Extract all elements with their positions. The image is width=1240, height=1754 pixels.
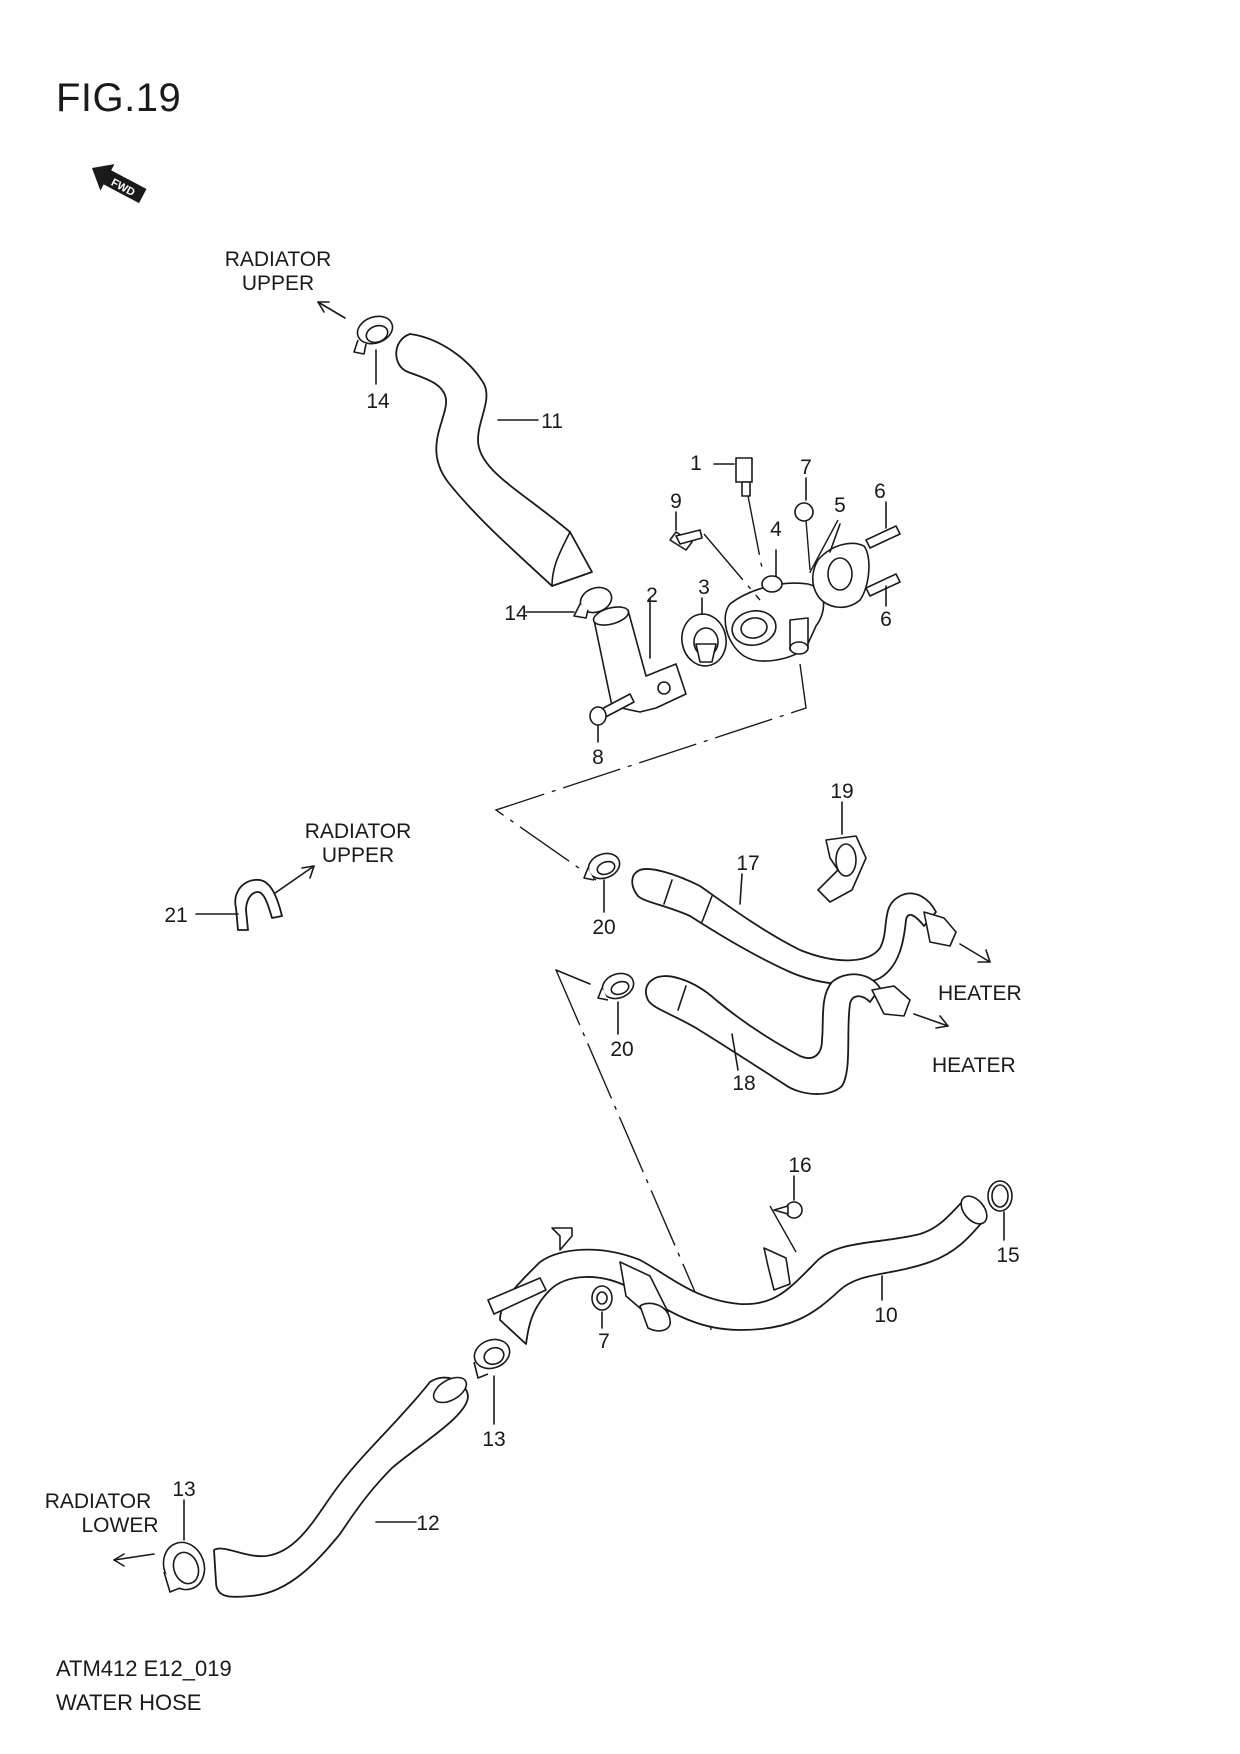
dest-heater-2: HEATER xyxy=(932,1054,1016,1077)
callout-11: 11 xyxy=(541,410,563,433)
callout-19: 19 xyxy=(830,780,853,803)
callout-14-mid: 14 xyxy=(504,602,528,625)
gasket-5 xyxy=(811,542,870,608)
fwd-label: FWD xyxy=(109,177,137,199)
thermostat-case-4 xyxy=(724,575,825,662)
hose-clamp-20-lower xyxy=(597,972,635,1001)
nut-7-top xyxy=(794,502,814,522)
callout-7-lower: 7 xyxy=(598,1330,610,1353)
callout-13-mid: 13 xyxy=(482,1428,505,1451)
hose-clamp-20-upper xyxy=(583,852,621,881)
callout-3: 3 xyxy=(698,576,710,599)
callout-20-upper: 20 xyxy=(592,916,615,939)
hose-21 xyxy=(234,879,283,931)
callout-14-top: 14 xyxy=(366,390,390,413)
callout-16: 16 xyxy=(788,1154,811,1177)
arrow-radiator-lower-icon xyxy=(113,1553,155,1567)
figure-code: ATM412 E12_019 xyxy=(56,1656,232,1681)
arrow-radiator-upper-top-icon xyxy=(317,301,346,319)
callout-12: 12 xyxy=(416,1512,439,1535)
callout-4: 4 xyxy=(770,518,782,541)
fwd-arrow-icon: FWD xyxy=(92,164,147,204)
nut-7-lower xyxy=(591,1285,613,1311)
arrow-radiator-upper-mid-icon xyxy=(267,865,315,899)
dest-radiator-lower-line2: LOWER xyxy=(81,1514,158,1537)
stud-6-lower xyxy=(865,573,901,597)
callout-6-lower: 6 xyxy=(880,608,892,631)
o-ring-15 xyxy=(987,1180,1013,1212)
hose-clamp-13-mid xyxy=(473,1338,511,1379)
dest-radiator-upper-top-line1: RADIATOR xyxy=(225,248,332,271)
callout-20-lower: 20 xyxy=(610,1038,633,1061)
hose-fitting-18 xyxy=(871,985,911,1017)
callout-13-lower: 13 xyxy=(172,1478,195,1501)
callout-15: 15 xyxy=(996,1244,1019,1267)
hose-clamp-14-top xyxy=(353,315,394,355)
arrow-heater-1-icon xyxy=(959,943,991,963)
callout-2: 2 xyxy=(646,584,658,607)
hose-17 xyxy=(631,868,937,986)
callout-6-upper: 6 xyxy=(874,480,886,503)
callout-18: 18 xyxy=(732,1072,755,1095)
figure-name: WATER HOSE xyxy=(56,1690,202,1715)
temp-sensor-1 xyxy=(735,457,753,497)
hose-11 xyxy=(395,333,593,587)
callout-7-top: 7 xyxy=(800,456,812,479)
water-outlet-2 xyxy=(592,606,687,713)
dest-heater-1: HEATER xyxy=(938,982,1022,1005)
callout-21: 21 xyxy=(164,904,187,927)
dest-radiator-upper-mid-line2: UPPER xyxy=(322,844,394,867)
callout-17: 17 xyxy=(736,852,759,875)
hose-clamp-19 xyxy=(817,835,867,903)
bolt-8 xyxy=(589,693,635,726)
callout-5: 5 xyxy=(834,494,846,517)
hose-12 xyxy=(213,1376,469,1598)
arrow-heater-2-icon xyxy=(913,1013,949,1029)
thermostat-3 xyxy=(681,613,727,667)
hose-18 xyxy=(645,973,881,1095)
callout-8: 8 xyxy=(592,746,604,769)
bolt-16 xyxy=(773,1201,803,1219)
dest-radiator-lower-line1: RADIATOR xyxy=(45,1490,152,1513)
callout-9: 9 xyxy=(670,490,682,513)
water-pipe-10 xyxy=(487,1195,988,1345)
stud-6-upper xyxy=(865,525,901,549)
callout-1: 1 xyxy=(690,452,702,475)
figure-title: FIG.19 xyxy=(56,76,182,120)
dest-radiator-upper-mid-line1: RADIATOR xyxy=(305,820,412,843)
hose-clamp-13-lower xyxy=(162,1541,206,1593)
hose-fitting-17 xyxy=(923,911,957,947)
dest-radiator-upper-top-line2: UPPER xyxy=(242,272,314,295)
bolt-9 xyxy=(669,529,703,551)
callout-10: 10 xyxy=(874,1304,897,1327)
